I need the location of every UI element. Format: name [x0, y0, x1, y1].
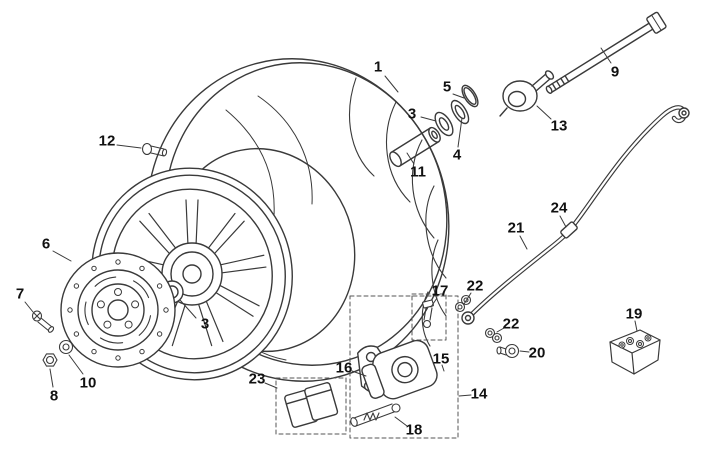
- brake-pads: [284, 382, 339, 428]
- pinch-bolt: [141, 142, 168, 157]
- hose-banjo-bottom: [461, 311, 475, 325]
- disc-screw: [31, 310, 55, 333]
- leader-line-3: [420, 116, 437, 122]
- leader-line-8: [49, 368, 54, 388]
- pad-pin: [350, 403, 401, 427]
- leader-line-12: [116, 144, 142, 149]
- leader-line-3: [179, 299, 197, 319]
- disc-slots: [84, 276, 152, 344]
- leader-line-10: [68, 354, 84, 375]
- leader-line-5: [452, 93, 465, 99]
- leader-line-6: [52, 250, 72, 262]
- hardware-kit: [609, 329, 661, 375]
- leader-line-15: [441, 364, 445, 372]
- brake-hose: [461, 105, 690, 325]
- leader-line-21: [519, 235, 528, 250]
- axle-nut: [42, 353, 58, 367]
- bleed-valve: [422, 299, 434, 329]
- leader-line-16: [351, 370, 367, 377]
- front-axle: [545, 11, 667, 94]
- caliper-assembly-box: [349, 295, 459, 439]
- tire-tread-grooves: [348, 77, 447, 347]
- axle-spacer: [389, 126, 441, 168]
- brake-pads-box: [275, 377, 347, 435]
- disc-bolt-holes: [96, 288, 140, 329]
- leader-line-22: [463, 292, 472, 305]
- brake-caliper: [361, 339, 438, 400]
- leader-line-14: [458, 394, 472, 397]
- leader-line-4: [457, 117, 463, 148]
- leader-line-19: [634, 320, 638, 332]
- bleed-valve-box: [411, 293, 447, 341]
- leader-line-18: [394, 416, 408, 427]
- banjo-bolt: [496, 343, 520, 359]
- dust-seal: [450, 99, 470, 125]
- leader-line-22: [496, 327, 505, 333]
- leader-line-7: [24, 301, 34, 313]
- leader-line-17: [430, 297, 438, 308]
- leader-line-9: [600, 47, 612, 64]
- leader-lines: [24, 47, 638, 427]
- washer: [58, 339, 74, 355]
- leader-line-23: [264, 382, 278, 389]
- speedometer-drive: [499, 70, 555, 117]
- seal-ring: [461, 84, 479, 108]
- leader-line-20: [519, 350, 530, 353]
- hose-banjo-top: [678, 107, 690, 119]
- leader-line-13: [536, 105, 552, 120]
- brake-disc: [60, 252, 176, 368]
- disc-drill-holes: [67, 259, 169, 361]
- wheel-bearing: [434, 111, 454, 137]
- leader-line-11: [406, 152, 415, 165]
- leader-line-24: [559, 215, 567, 228]
- leader-line-1: [384, 75, 399, 93]
